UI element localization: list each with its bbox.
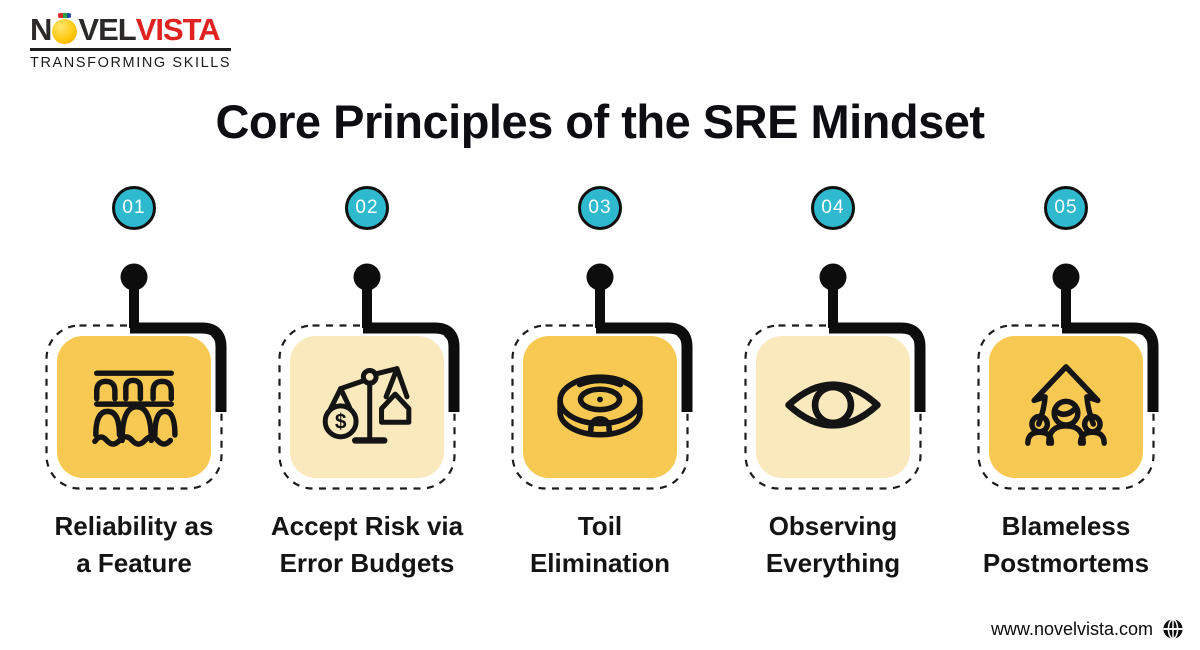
icon-slot bbox=[84, 355, 184, 460]
icon-card bbox=[977, 324, 1155, 490]
svg-text:$: $ bbox=[335, 410, 347, 433]
icon-slot: $ bbox=[317, 355, 417, 460]
icon-card-inner bbox=[989, 336, 1143, 478]
icon-slot bbox=[781, 353, 885, 462]
bulb-cap-icon bbox=[58, 12, 72, 18]
principle-graphic bbox=[966, 230, 1166, 490]
principle-item: 02 $ Acce bbox=[267, 186, 467, 582]
label-line-1: Observing bbox=[768, 511, 898, 541]
principle-label: Toil Elimination bbox=[530, 508, 670, 582]
website-link[interactable]: www.novelvista.com bbox=[990, 618, 1153, 639]
logo-text-vel: VEL bbox=[78, 12, 136, 47]
principle-graphic bbox=[733, 230, 933, 490]
principle-item: 01 Reliabilit bbox=[34, 186, 234, 582]
logo-divider bbox=[30, 48, 232, 51]
principle-label: Accept Risk via Error Budgets bbox=[271, 508, 463, 582]
principle-label: Reliability as a Feature bbox=[55, 508, 214, 582]
connector-line bbox=[353, 263, 460, 412]
connector-line bbox=[1052, 263, 1159, 412]
icon-card-inner: $ bbox=[290, 336, 444, 478]
label-line-2: Error Budgets bbox=[279, 548, 455, 578]
label-line-1: Accept Risk via bbox=[270, 511, 464, 541]
connector-line bbox=[819, 263, 926, 412]
step-number-badge: 02 bbox=[345, 186, 389, 230]
robot-vacuum-icon bbox=[557, 373, 643, 437]
label-line-2: Everything bbox=[765, 548, 901, 578]
icon-card: $ bbox=[278, 324, 456, 490]
lightbulb-o-icon bbox=[52, 12, 78, 44]
icon-card bbox=[511, 324, 689, 490]
icon-card bbox=[45, 324, 223, 490]
label-line-2: Elimination bbox=[529, 548, 671, 578]
principles-row: 01 Reliabilit bbox=[34, 186, 1166, 582]
label-line-2: Postmortems bbox=[982, 548, 1150, 578]
globe-icon bbox=[1163, 618, 1183, 640]
step-number: 05 bbox=[1054, 197, 1078, 218]
step-number-badge: 03 bbox=[578, 186, 622, 230]
step-number-badge: 04 bbox=[811, 186, 855, 230]
label-line-1: Toil bbox=[577, 511, 623, 541]
icon-slot bbox=[549, 354, 651, 461]
icon-slot bbox=[1016, 355, 1116, 460]
principle-label: Blameless Postmortems bbox=[983, 508, 1149, 582]
eye-icon bbox=[785, 381, 881, 428]
page-title: Core Principles of the SRE Mindset bbox=[215, 95, 985, 148]
principle-graphic bbox=[34, 230, 234, 490]
icon-card bbox=[744, 324, 922, 490]
scale-icon: $ bbox=[322, 365, 412, 444]
principle-item: 04 Observing Everything bbox=[733, 186, 933, 582]
step-number: 03 bbox=[588, 197, 612, 218]
connector-line bbox=[120, 263, 227, 412]
step-number: 04 bbox=[821, 197, 845, 218]
icon-card-inner bbox=[523, 336, 677, 478]
step-number-badge: 05 bbox=[1044, 186, 1088, 230]
logo-tagline: TRANSFORMING SKILLS bbox=[30, 55, 232, 71]
logo-text-n: N bbox=[30, 12, 52, 47]
team-growth-icon bbox=[1025, 363, 1107, 446]
step-number-badge: 01 bbox=[112, 186, 156, 230]
bridge-icon bbox=[92, 369, 178, 447]
label-line-1: Reliability as bbox=[54, 511, 214, 541]
icon-card-inner bbox=[57, 336, 211, 478]
label-line-1: Blameless bbox=[1001, 511, 1131, 541]
principle-graphic bbox=[500, 230, 700, 490]
step-number: 01 bbox=[122, 197, 146, 218]
principle-label: Observing Everything bbox=[766, 508, 900, 582]
icon-card-inner bbox=[756, 336, 910, 478]
label-line-2: a Feature bbox=[76, 548, 192, 578]
principle-item: 03 Toil Elim bbox=[500, 186, 700, 582]
principle-graphic: $ bbox=[267, 230, 467, 490]
connector-line bbox=[586, 263, 693, 412]
step-number: 02 bbox=[355, 197, 379, 218]
principle-item: 05 Blameless bbox=[966, 186, 1166, 582]
footer: www.novelvista.com bbox=[991, 618, 1184, 640]
logo-text-vista: VISTA bbox=[135, 12, 221, 47]
